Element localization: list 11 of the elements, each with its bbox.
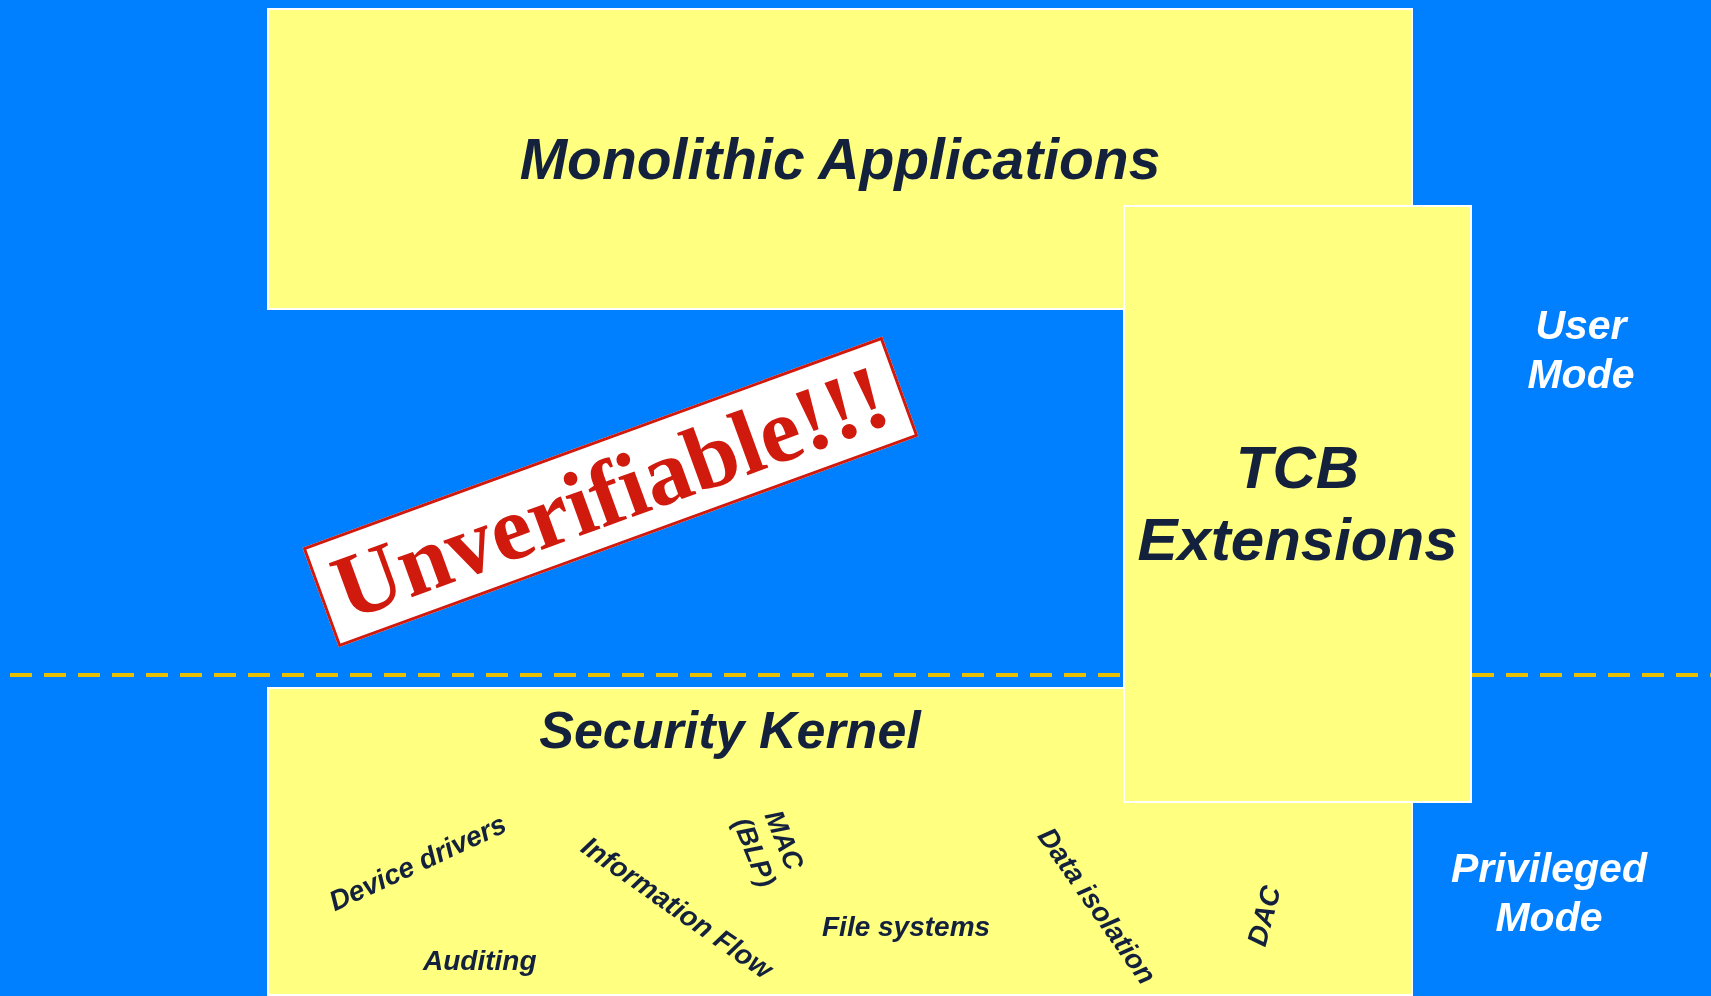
box-title: Monolithic Applications [519, 125, 1161, 193]
kernel-box [267, 687, 1413, 996]
component-label: DAC [1240, 882, 1288, 950]
component-label: File systems [822, 911, 991, 943]
application-box [267, 8, 1413, 310]
component-label: Auditing [423, 945, 537, 977]
extension-box [1123, 205, 1472, 803]
box-title: Security Kernel [539, 700, 921, 761]
box-title: TCB Extensions [1136, 433, 1459, 575]
mode-label: User Mode [1526, 301, 1636, 400]
mode-label: Privileged Mode [1450, 844, 1649, 943]
